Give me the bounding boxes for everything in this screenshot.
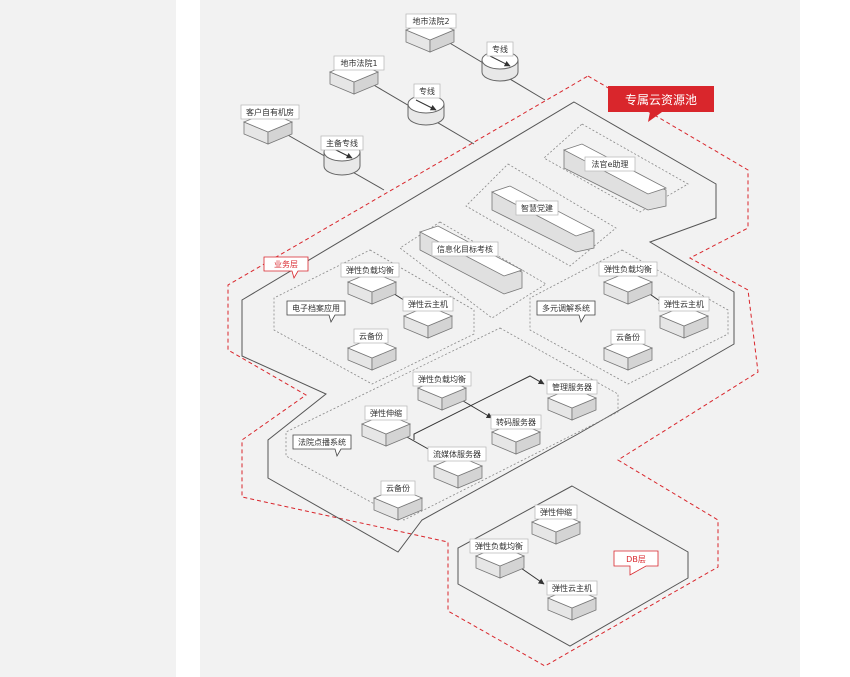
label-court-city-1: 地市法院1 (340, 58, 377, 68)
label-slb-c-box: 弹性负载均衡 (412, 371, 472, 387)
label-smart-party-box: 智慧党建 (515, 200, 559, 216)
label-mediation: 多元调解系统 (542, 303, 590, 313)
business-layer-tag: 业务层 (263, 256, 309, 280)
label-court-vod: 法院点播系统 (298, 437, 346, 447)
label-smart-party: 智慧党建 (521, 203, 553, 213)
resource-pool-callout: 专属云资源池 (608, 86, 714, 122)
label-scale-c: 弹性伸缩 (370, 408, 402, 418)
label-ecs-a: 弹性云主机 (408, 299, 448, 309)
label-stream-server-box: 流媒体服务器 (427, 446, 487, 462)
label-transcode-server-box: 转码服务器 (490, 414, 542, 430)
label-mgmt-server-box: 管理服务器 (546, 379, 598, 395)
label-ecs-b-box: 弹性云主机 (658, 296, 710, 312)
label-line-2-box: 专线 (413, 83, 441, 99)
label-slb-c: 弹性负载均衡 (418, 374, 466, 384)
label-scale-db: 弹性伸缩 (540, 507, 572, 517)
label-slb-a-box: 弹性负载均衡 (340, 262, 400, 278)
label-backup-c: 云备份 (386, 483, 410, 493)
label-stream-server: 流媒体服务器 (433, 449, 481, 459)
cube-slb-b (602, 271, 654, 305)
db-layer-outline (457, 485, 689, 647)
business-layer-label: 业务层 (274, 259, 298, 269)
label-line-1-box: 专线 (486, 41, 514, 57)
label-ecs-db-box: 弹性云主机 (546, 580, 598, 596)
group-e-archive (273, 249, 475, 385)
label-ecs-a-box: 弹性云主机 (402, 296, 454, 312)
label-court-city-2: 地市法院2 (412, 16, 449, 26)
label-slb-db: 弹性负载均衡 (475, 541, 523, 551)
label-court-vod-box: 法院点播系统 (292, 434, 352, 458)
label-line-backup-box: 主备专线 (320, 135, 364, 151)
label-transcode-server: 转码服务器 (496, 417, 536, 427)
label-mgmt-server: 管理服务器 (552, 382, 592, 392)
group-info-assess (399, 221, 547, 319)
label-backup-c-box: 云备份 (380, 480, 416, 496)
resource-pool-title: 专属云资源池 (625, 92, 697, 107)
label-court-assistant: 法官e助理 (592, 159, 629, 169)
arrow-stream-mgmt (413, 375, 545, 440)
label-backup-b: 云备份 (616, 332, 640, 342)
label-customer-room: 客户自有机房 (246, 107, 294, 117)
group-mediation (529, 249, 729, 385)
label-scale-db-box: 弹性伸缩 (534, 504, 578, 520)
label-info-assess-box: 信息化目标考核 (431, 241, 499, 257)
label-ecs-db: 弹性云主机 (552, 583, 592, 593)
side-panel (0, 0, 176, 677)
bar-court-assistant (562, 143, 668, 211)
group-court-vod (285, 327, 619, 521)
group-court-assistant (543, 123, 689, 213)
label-court-city-1-box: 地市法院1 (333, 55, 385, 71)
label-slb-b-box: 弹性负载均衡 (598, 261, 658, 277)
label-mediation-box: 多元调解系统 (536, 300, 596, 324)
label-line-2: 专线 (419, 86, 435, 96)
db-layer-label: DB层 (626, 555, 646, 564)
resource-pool-boundary (227, 75, 759, 667)
bar-info-assess (418, 225, 524, 295)
label-court-assistant-box: 法官e助理 (584, 156, 636, 172)
label-slb-db-box: 弹性负载均衡 (469, 538, 529, 554)
business-layer-outline (241, 101, 735, 553)
label-e-archive: 电子档案应用 (292, 303, 340, 313)
label-backup-a: 云备份 (359, 331, 383, 341)
label-slb-a: 弹性负载均衡 (346, 265, 394, 275)
bar-smart-party (490, 185, 596, 253)
label-info-assess: 信息化目标考核 (437, 244, 493, 254)
label-customer-room-box: 客户自有机房 (240, 104, 300, 120)
line-cylinder-2 (407, 94, 445, 126)
label-e-archive-box: 电子档案应用 (286, 300, 346, 324)
db-layer-tag: DB层 (613, 550, 659, 576)
label-court-city-2-box: 地市法院2 (405, 13, 457, 29)
label-backup-b-box: 云备份 (610, 329, 646, 345)
label-ecs-b: 弹性云主机 (664, 299, 704, 309)
label-line-backup: 主备专线 (326, 138, 358, 148)
group-smart-party (465, 163, 617, 267)
label-line-1: 专线 (492, 44, 508, 54)
label-backup-a-box: 云备份 (353, 328, 389, 344)
label-slb-b: 弹性负载均衡 (604, 264, 652, 274)
label-scale-c-box: 弹性伸缩 (364, 405, 408, 421)
